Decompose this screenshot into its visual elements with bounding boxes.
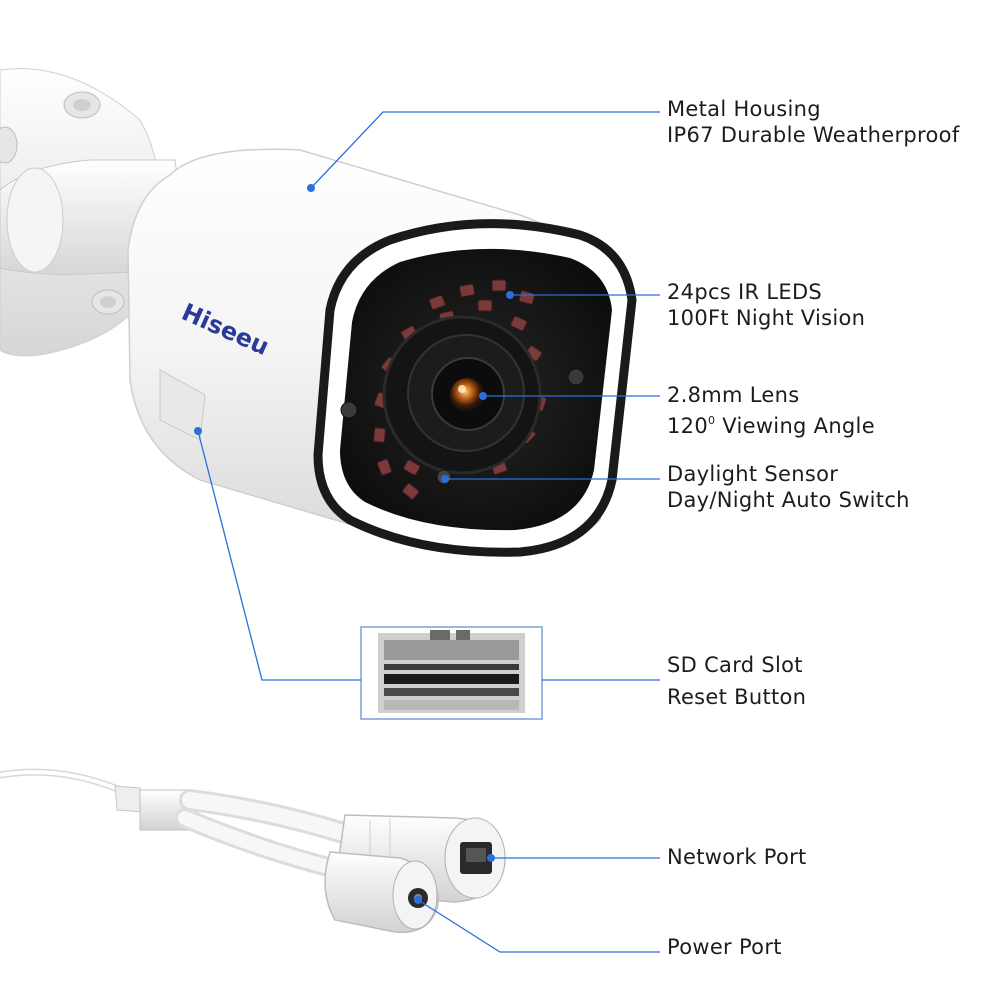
callout-network-port: Network Port <box>667 844 807 870</box>
callout-sd-card: SD Card Slot Reset Button <box>667 649 806 713</box>
sd-card-inset <box>360 626 543 720</box>
bezel-screws <box>340 368 585 419</box>
callout-metal-housing: Metal Housing IP67 Durable Weatherproof <box>667 96 960 148</box>
callout-lens-title: 2.8mm Lens <box>667 383 800 407</box>
callout-lens: 2.8mm Lens 1200 Viewing Angle <box>667 382 875 439</box>
callout-ir-detail: 100Ft Night Vision <box>667 306 866 330</box>
leader-dots <box>194 184 514 904</box>
callout-housing-detail: IP67 Durable Weatherproof <box>667 123 960 147</box>
callout-daylight-sensor: Daylight Sensor Day/Night Auto Switch <box>667 461 910 513</box>
callout-sd-title: SD Card Slot <box>667 653 803 677</box>
callout-sd-detail: Reset Button <box>667 685 807 709</box>
leader-housing <box>310 111 660 189</box>
callout-lens-detail: 1200 Viewing Angle <box>667 414 875 438</box>
callout-sensor-detail: Day/Night Auto Switch <box>667 488 910 512</box>
leader-lines <box>197 111 660 953</box>
callout-ir-leds: 24pcs IR LEDS 100Ft Night Vision <box>667 279 865 331</box>
callout-sensor-title: Daylight Sensor <box>667 462 839 486</box>
callout-housing-title: Metal Housing <box>667 97 821 121</box>
camera-lens <box>382 315 542 475</box>
leader-power <box>417 899 660 953</box>
callout-power-title: Power Port <box>667 935 782 959</box>
callout-ir-title: 24pcs IR LEDS <box>667 280 823 304</box>
power-connector <box>324 851 439 933</box>
callout-network-title: Network Port <box>667 845 807 869</box>
leader-sd-left <box>197 430 361 681</box>
cable-assembly <box>0 768 361 880</box>
callout-power-port: Power Port <box>667 934 782 960</box>
